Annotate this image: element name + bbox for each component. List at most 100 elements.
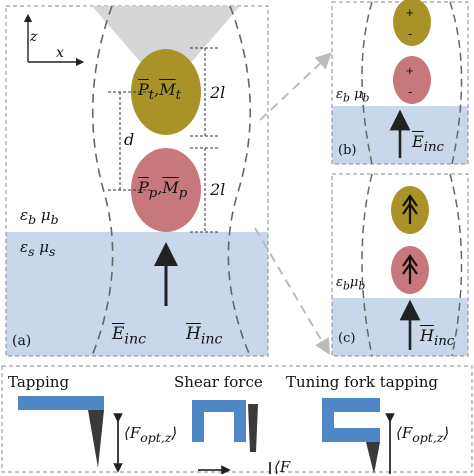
mu-b: μ (40, 206, 51, 224)
eps-s: ε (20, 238, 29, 256)
force-sym-1: ⟨F (124, 424, 141, 442)
h-inc-label-c: Hinc (420, 328, 454, 349)
panel-b-tip-particle (393, 0, 431, 46)
tapping-tip (88, 410, 104, 468)
tip-particle-label: Pt,Mt (138, 82, 181, 103)
tip-m-symbol: M (159, 80, 176, 99)
panel-c (331, 173, 469, 357)
panel-b-beam-left (361, 1, 373, 165)
probe-p-symbol: P (138, 178, 149, 197)
probe-m-sub: p (178, 186, 188, 202)
mu-b-sub-panel-c: b (358, 279, 366, 293)
h-inc-sub-c: inc (433, 334, 455, 350)
tip-m-sub: t (175, 88, 181, 104)
force-close-2: ⟩ (443, 424, 450, 442)
shear-tip (248, 404, 258, 452)
charge-top-plus: + (406, 5, 414, 20)
panel-c-frame (331, 173, 469, 357)
panel-b-label: (b) (338, 143, 357, 158)
e-inc-label-b: Einc (412, 134, 444, 155)
panel-c-probe-dipole-arrow (402, 254, 418, 284)
mode-tuning-fork-label: Tuning fork tapping (286, 373, 438, 391)
force-close-1: ⟩ (171, 424, 178, 442)
dim-d-label: d (124, 130, 135, 149)
fork-holder (322, 398, 380, 442)
panel-a-frame (5, 5, 269, 357)
e-inc-sub-b: inc (423, 140, 444, 156)
force-label-shear: ⟨F (274, 458, 291, 476)
force-sym-2: ⟨F (396, 424, 413, 442)
beam-waist-right (227, 5, 252, 357)
e-inc-symbol-b: E (412, 132, 424, 151)
fork-tip (366, 442, 380, 474)
eps-s-sub: s (28, 244, 35, 259)
tip-cone (92, 6, 240, 85)
panel-c-tip-dipole-arrow (402, 194, 418, 224)
h-inc-symbol-c: H (420, 326, 434, 345)
e-inc-symbol-a: E (112, 324, 125, 344)
eps-b-panel-c: ε (336, 275, 343, 290)
eps-b-sub: b (28, 212, 37, 227)
medium-label-c: εbμb (336, 276, 365, 292)
panel-a-substrate (6, 232, 268, 356)
guide-line-to-c (254, 227, 331, 355)
dim-2l-bottom (190, 147, 220, 233)
mu-b-sub-panel-b: b (362, 91, 370, 105)
panel-a-label: (a) (12, 333, 32, 349)
panel-c-label: (c) (338, 331, 356, 346)
tip-sep: , (154, 80, 160, 99)
probe-particle-label: Pp,Mp (138, 180, 187, 201)
tapping-cantilever (18, 396, 104, 410)
mu-b-panel-c: μ (349, 275, 359, 290)
panel-b (331, 0, 469, 165)
eps-b-sub-panel-b: b (342, 91, 350, 105)
panel-b-frame (331, 1, 469, 165)
force-sub-2: opt,z (412, 430, 444, 445)
h-inc-symbol-a: H (186, 324, 201, 344)
eps-b-sub-panel-c: b (342, 279, 350, 293)
mu-s-sub: s (49, 244, 56, 259)
medium-b-label-a: εb μb (20, 208, 59, 227)
force-label-tapping: ⟨Fopt,z⟩ (124, 426, 177, 445)
panel-c-beam-right (449, 173, 463, 357)
probe-particle (131, 148, 201, 232)
tip-particle (131, 49, 201, 135)
mu-s: μ (39, 238, 50, 256)
bottom-frame (1, 365, 473, 473)
mu-b-panel-b: μ (354, 87, 363, 102)
tip-p-sub: t (148, 88, 155, 104)
e-inc-sub-a: inc (124, 331, 146, 348)
h-inc-sub-a: inc (200, 331, 223, 348)
medium-label-b: εb μb (336, 88, 369, 104)
medium-s-label-a: εs μs (20, 240, 55, 259)
dim-2l-top-label: 2l (210, 83, 226, 102)
beam-waist-left (91, 5, 114, 357)
mode-shear-force-label: Shear force (174, 373, 263, 391)
probe-m-symbol: M (162, 178, 179, 197)
panel-b-probe-particle (393, 56, 431, 104)
force-label-fork: ⟨Fopt,z⟩ (396, 426, 449, 445)
tip-p-symbol: P (138, 80, 149, 99)
axis-z-label: z (30, 29, 38, 45)
panel-a (5, 5, 269, 357)
mode-tapping-label: Tapping (8, 373, 70, 391)
eps-b: ε (20, 206, 29, 224)
panel-c-beam-left (361, 173, 373, 357)
shear-holder (192, 400, 246, 442)
dim-2l-top (190, 47, 220, 137)
e-inc-label-a: Einc (112, 326, 146, 347)
eps-b-panel-b: ε (336, 87, 343, 102)
charge-bottom-minus: - (408, 84, 413, 99)
charge-top-minus: - (408, 26, 413, 41)
axis-x-label: x (56, 45, 64, 61)
dim-d (108, 91, 150, 191)
bottom-strip (1, 365, 473, 474)
mu-b-sub: b (50, 212, 59, 227)
probe-sep: , (157, 178, 163, 197)
dim-2l-bottom-label: 2l (210, 180, 226, 199)
force-sub-1: opt,z (140, 430, 172, 445)
h-inc-label-a: Hinc (186, 326, 222, 347)
probe-p-sub: p (148, 186, 158, 202)
guide-line-to-b (259, 52, 332, 121)
